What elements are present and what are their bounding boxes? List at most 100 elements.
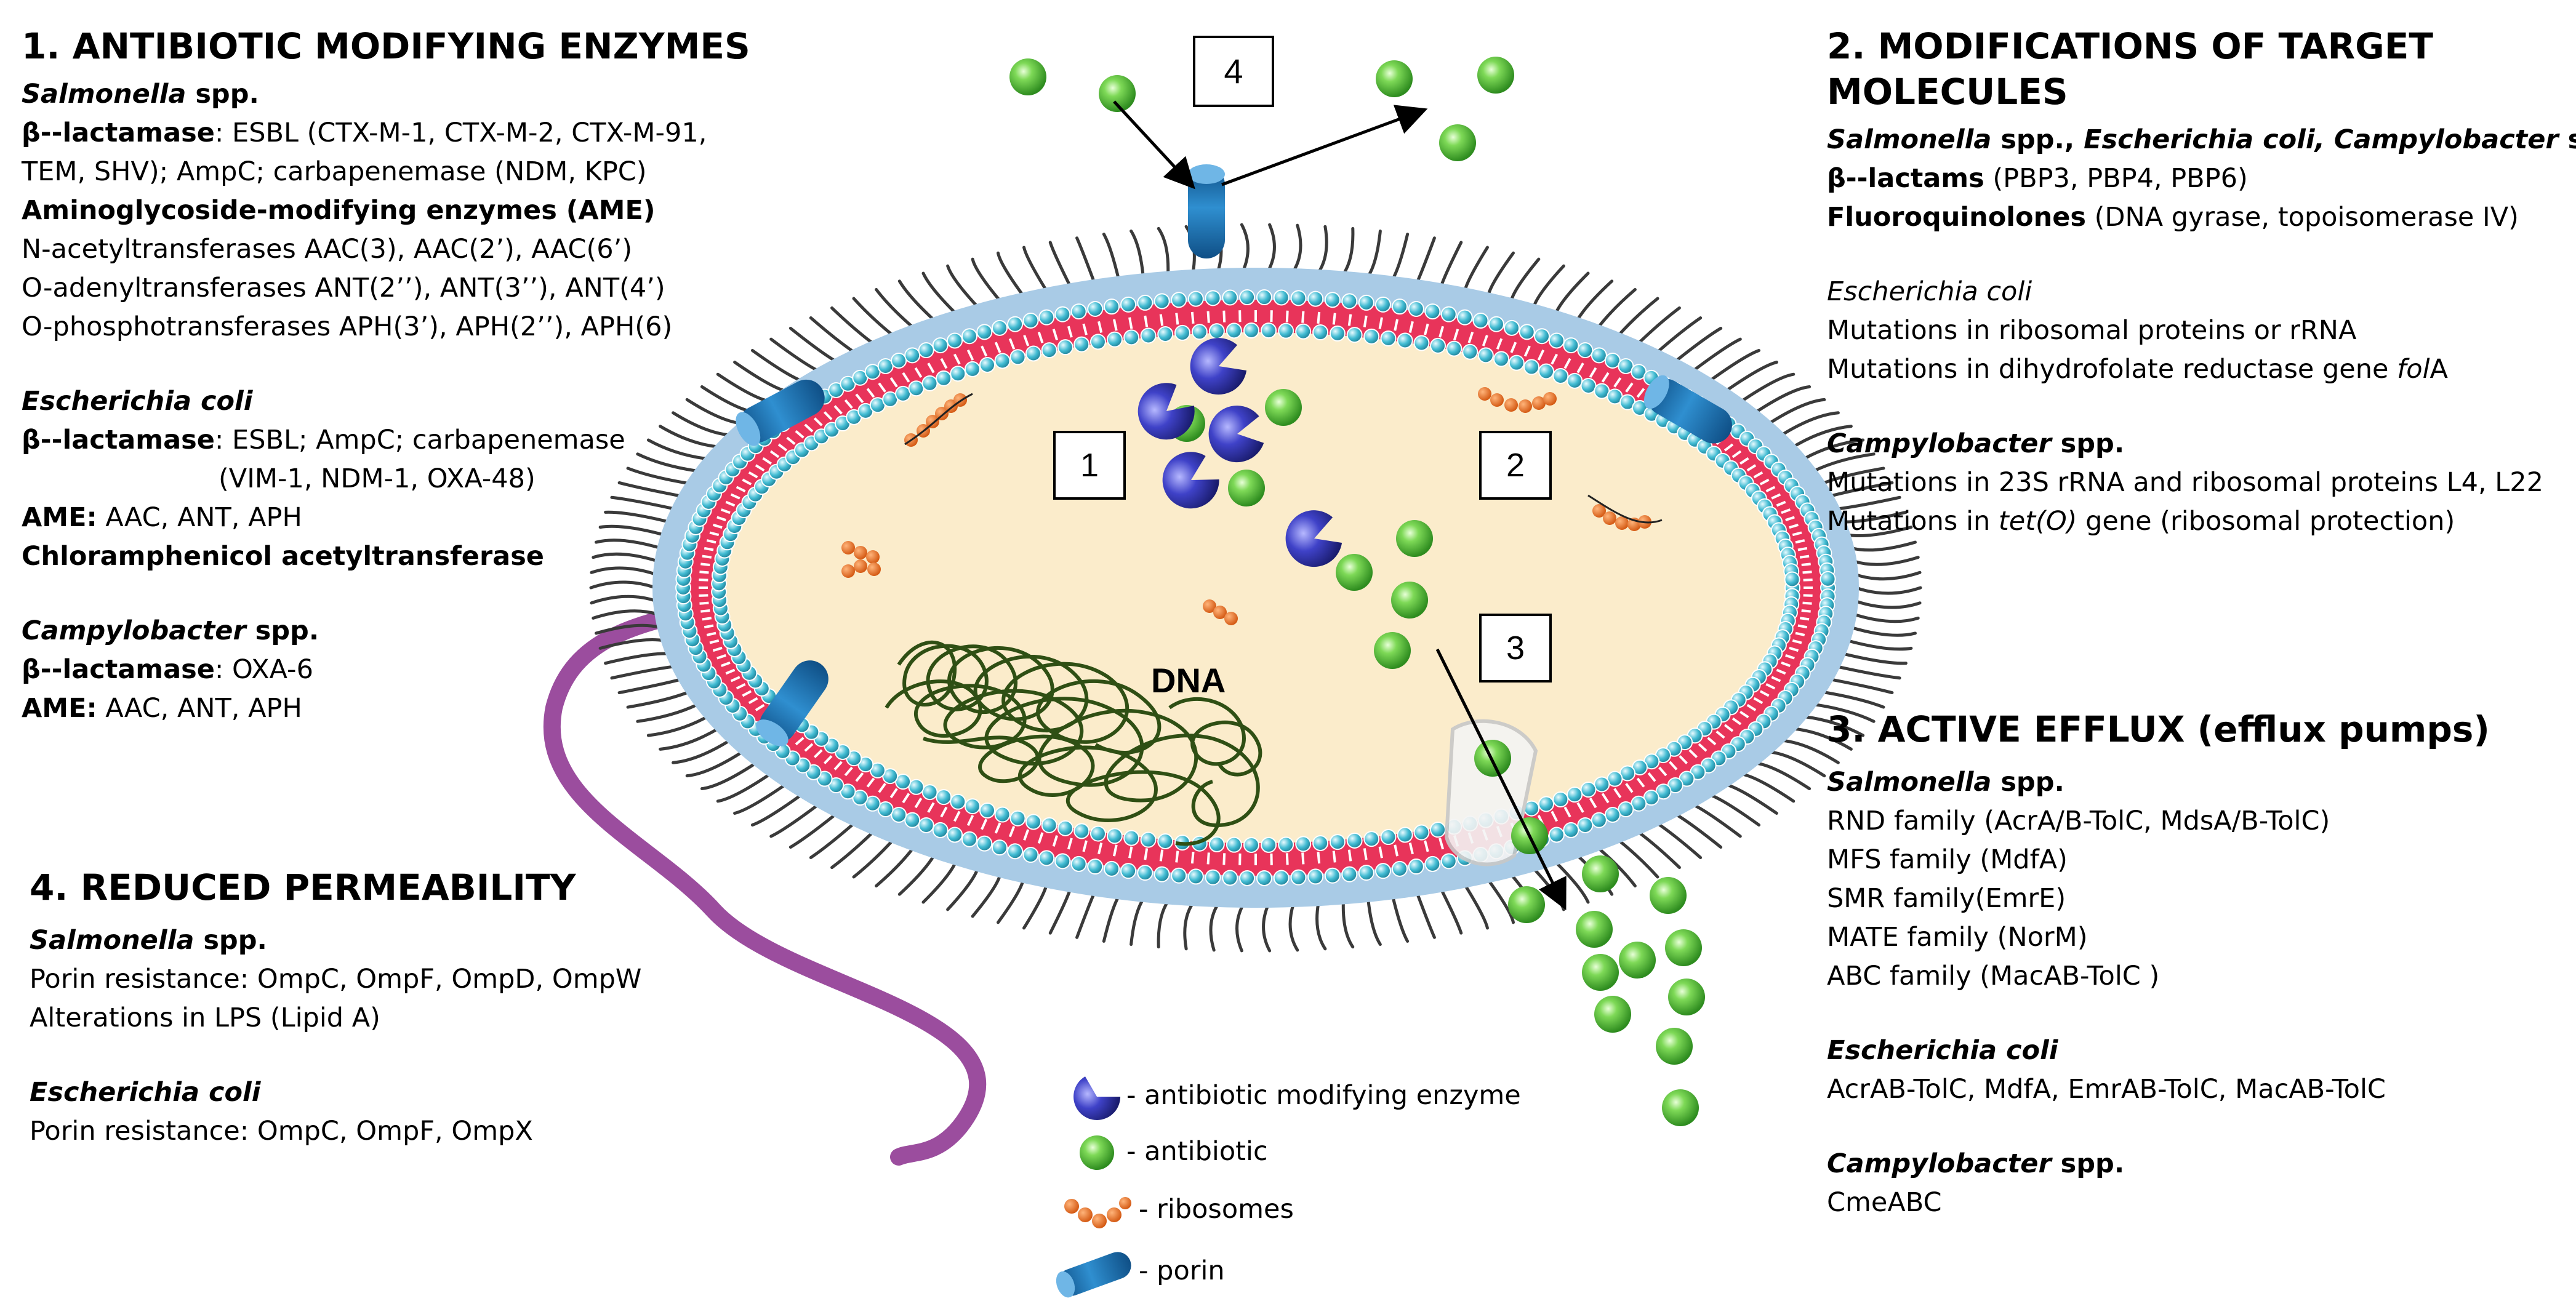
lipid-head — [1538, 796, 1554, 812]
lipid-tail — [795, 430, 804, 439]
lps-hair — [1157, 226, 1170, 276]
lipid-head — [1208, 836, 1225, 852]
lipid-tail — [1206, 852, 1210, 865]
antibiotic-molecule — [1508, 886, 1545, 923]
lipid-tail — [813, 749, 823, 758]
lipid-head — [1137, 294, 1154, 311]
lps-hair — [1767, 750, 1826, 778]
lipid-head — [1424, 855, 1441, 872]
lipid-tail — [720, 508, 731, 514]
lipid-tail — [1082, 840, 1088, 852]
lipid-tail — [762, 457, 772, 465]
lipid-tail — [1601, 793, 1610, 804]
panel-modifications-of-target-molecules: 2. MODIFICATIONS OF TARGET MOLECULES Sal… — [1827, 23, 2576, 541]
lps-hair — [1130, 229, 1145, 278]
legend-porin: - porin — [1139, 1255, 1225, 1286]
lipid-head — [1243, 322, 1259, 339]
lps-hair — [1183, 901, 1195, 951]
lipid-head — [1477, 347, 1494, 364]
lipid-tail — [742, 478, 752, 486]
lipid-head — [1604, 352, 1621, 369]
lipid-head — [964, 798, 981, 815]
lipid-head — [1534, 328, 1550, 345]
antibiotic-molecule — [1099, 75, 1136, 112]
lps-hair — [897, 279, 936, 322]
lipid-head — [1374, 863, 1391, 879]
lipid-head — [1488, 316, 1504, 332]
enzyme-molecule — [1190, 338, 1247, 395]
lipid-head — [1140, 831, 1157, 848]
lipid-head — [1290, 290, 1307, 306]
lipid-tail — [833, 761, 843, 771]
lipid-head — [1187, 290, 1204, 307]
lipid-head — [950, 366, 966, 382]
lps-hair — [921, 860, 957, 904]
lps-hair — [1075, 236, 1096, 284]
lipid-tail — [699, 594, 708, 597]
lipid-tail — [1576, 802, 1584, 813]
lps-hair — [592, 552, 659, 563]
lipid-tail — [1765, 683, 1776, 690]
lipid-head — [918, 342, 934, 359]
lipid-head — [1261, 836, 1277, 853]
lipid-tail — [1363, 315, 1368, 327]
lipid-tail — [866, 777, 875, 788]
lipid-tail — [966, 349, 974, 361]
lps-hair — [610, 495, 676, 511]
lipid-tail — [940, 358, 948, 369]
lipid-tail — [1023, 335, 1030, 346]
lipid-head — [1446, 340, 1463, 357]
lps-hair — [636, 703, 699, 723]
lps-hair — [672, 739, 732, 764]
lipid-head — [1157, 326, 1174, 342]
lipid-head — [921, 784, 938, 801]
lipid-tail — [1625, 382, 1634, 393]
lipid-head — [1424, 303, 1441, 320]
ribosome-chain — [1592, 504, 1651, 531]
panel-antibiotic-modifying-enzymes: 1. ANTIBIOTIC MODIFYING ENZYMES Salmonel… — [22, 23, 750, 728]
lps-hair — [589, 580, 657, 590]
lipid-heads-inner — [711, 322, 1800, 853]
lps-hair — [1209, 902, 1220, 952]
arrow-efflux — [1435, 648, 1567, 910]
lps-hair — [1812, 452, 1876, 473]
lipid-tail — [1347, 314, 1352, 326]
lipid-tail — [1190, 852, 1195, 864]
lipid-tail — [1679, 755, 1688, 764]
lipid-head — [1580, 782, 1597, 798]
lipid-head — [1380, 829, 1397, 846]
lps-hair — [626, 466, 691, 486]
lps-hair — [1575, 279, 1614, 322]
lps-hair — [1487, 878, 1515, 924]
lipid-tail — [1801, 609, 1811, 613]
lipid-head — [1025, 345, 1041, 362]
lps-hair — [1487, 251, 1515, 297]
lipid-head — [1329, 325, 1346, 342]
lipid-tail — [1424, 840, 1429, 852]
ribosome-chain — [841, 541, 881, 578]
lps-hair — [685, 750, 744, 778]
lps-hair — [971, 257, 1002, 303]
lipid-head — [950, 793, 966, 810]
enzyme-molecule — [1208, 406, 1264, 463]
lipid-head — [1171, 292, 1187, 308]
lipid-tail — [736, 683, 746, 690]
lipid-head — [976, 835, 993, 852]
lipid-head — [1057, 820, 1073, 836]
lps-hair — [1366, 897, 1382, 947]
lps-hair — [1845, 526, 1913, 537]
lipid-tail — [1037, 331, 1044, 343]
box-3: 3 — [1479, 614, 1552, 683]
lipid-head — [1430, 337, 1446, 354]
lipid-tail — [1771, 493, 1781, 500]
antibiotic-molecule — [1665, 929, 1702, 966]
lipid-tail — [1317, 311, 1321, 324]
lipid-tail — [1688, 749, 1698, 758]
lipid-head — [1472, 312, 1489, 329]
lipid-head — [1290, 869, 1307, 886]
lipid-head — [895, 385, 912, 402]
lipid-head — [1397, 827, 1413, 843]
lps-hair — [830, 830, 875, 870]
lipid-tail — [1408, 321, 1414, 333]
lipid-head — [1618, 801, 1634, 818]
